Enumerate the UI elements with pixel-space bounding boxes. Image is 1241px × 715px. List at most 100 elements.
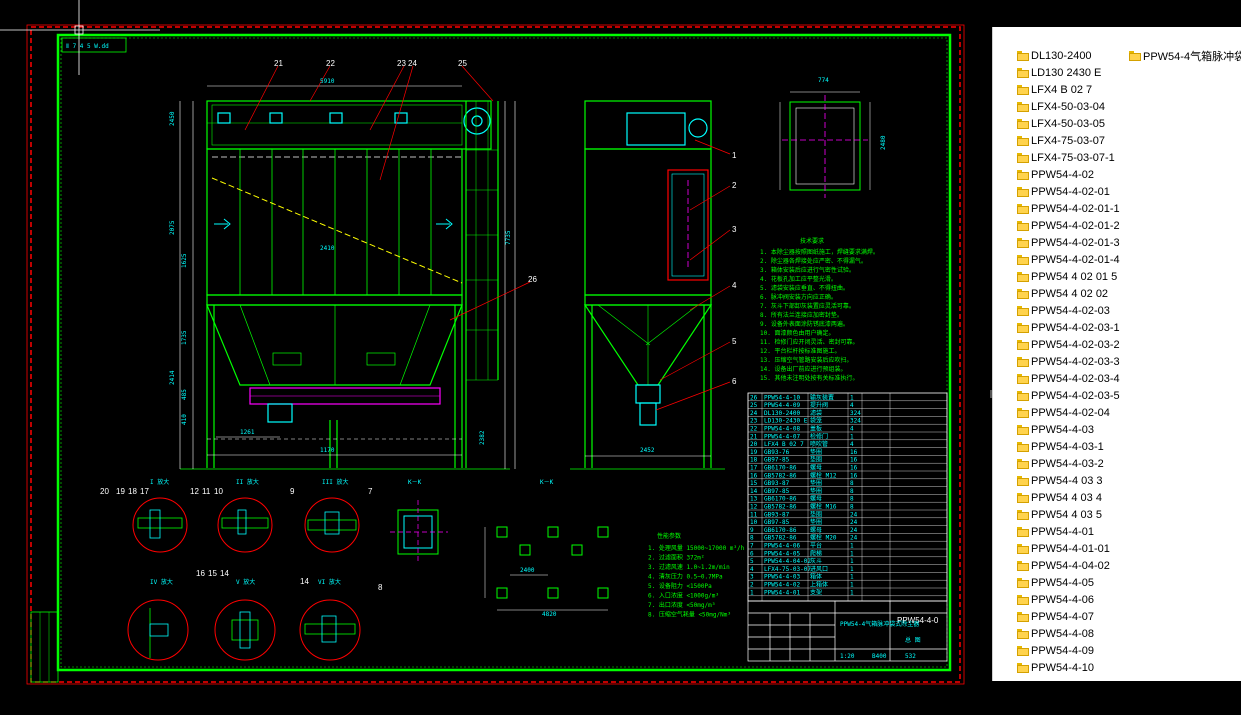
folder-icon xyxy=(1017,203,1029,214)
file-list-item-label: PPW54-4-05 xyxy=(1031,576,1094,589)
bom-row-no: 21 xyxy=(750,433,758,440)
bom-row-name: 垫圈 xyxy=(810,448,822,456)
file-list-item[interactable]: PPW54-4-02-03-3 xyxy=(1017,353,1127,370)
bom-row-qty: 1 xyxy=(850,582,854,589)
file-list-item[interactable]: PPW54-4-02-03-4 xyxy=(1017,370,1127,387)
file-list-item[interactable]: PPW54-4 03 3 xyxy=(1017,472,1127,489)
bom-row-qty: 8 xyxy=(850,504,854,511)
bom-row-no: 9 xyxy=(750,527,754,534)
binding-strip xyxy=(30,611,59,683)
tech-note-line: 5. 滤袋安装应垂直、不得扭曲。 xyxy=(760,284,849,292)
detail-views xyxy=(127,497,361,661)
file-list-item[interactable]: PPW54-4-06 xyxy=(1017,591,1127,608)
section-label-6: VI 放大 xyxy=(318,578,341,586)
side-view xyxy=(570,100,725,470)
bom-row-name: 箱体 xyxy=(810,573,822,581)
file-list-item-label: PPW54-4-02-03 xyxy=(1031,304,1110,317)
bom-row-code: PPW54-4-02 xyxy=(764,582,801,589)
bom-row-name: 螺栓 M16 xyxy=(810,503,837,511)
bom-row-qty: 16 xyxy=(850,457,858,464)
folder-icon xyxy=(1017,645,1029,656)
perf-notes: 1. 处理风量 15000~17000 m³/h2. 过滤面积 372m²3. … xyxy=(648,544,745,619)
file-list-item[interactable]: PPW54-4-03 xyxy=(1017,421,1127,438)
bom-row-code: PPW54-4-08 xyxy=(764,426,801,433)
file-list-item[interactable]: PPW54-4-01 xyxy=(1017,523,1127,540)
bom-row-code: GB93-87 xyxy=(764,511,790,518)
cad-viewport[interactable]: Ⅱ 7 4 5 W.dd xyxy=(0,0,988,715)
file-list-item[interactable]: LFX4-75-03-07-1 xyxy=(1017,149,1127,166)
file-list-item[interactable]: DL130-2400 xyxy=(1017,47,1127,64)
file-list-item[interactable]: LFX4 B 02 7 xyxy=(1017,81,1127,98)
folder-icon xyxy=(1017,135,1029,146)
file-list-item-label: PPW54-4-02-04 xyxy=(1031,406,1110,419)
dim-485: 485 xyxy=(181,389,188,400)
bom-row-name: 螺栓 M20 xyxy=(810,534,837,542)
detail-balloon: 11 xyxy=(202,487,211,496)
file-list-item[interactable]: PPW54-4-04-02 xyxy=(1017,557,1127,574)
dim-overall-width: 5910 xyxy=(320,78,335,85)
tech-note-line: 6. 脉冲阀安装方向应正确。 xyxy=(760,293,837,301)
file-list-item[interactable]: PPW54-4-02-01-3 xyxy=(1017,234,1127,251)
file-list-item[interactable]: PPW54-4-10 xyxy=(1017,659,1127,676)
file-list-item[interactable]: PPW54-4-02-03-5 xyxy=(1017,387,1127,404)
file-list-item[interactable]: PPW54 4 02 02 xyxy=(1017,285,1127,302)
bom-row-qty: 1 xyxy=(850,589,854,596)
file-list-item[interactable]: PPW54-4-02 xyxy=(1017,166,1127,183)
file-list-item[interactable]: PPW54-4-02-04 xyxy=(1017,404,1127,421)
file-list-item[interactable]: PPW54-4-02-03-2 xyxy=(1017,336,1127,353)
file-list-item-label: PPW54-4-02-01 xyxy=(1031,185,1110,198)
section-kk-label-2: K－K xyxy=(540,479,554,486)
bom-row-no: 5 xyxy=(750,558,754,565)
balloon-23: 23 xyxy=(397,59,406,68)
folder-icon xyxy=(1017,509,1029,520)
file-list-item[interactable]: PPW54-4-02-01 xyxy=(1017,183,1127,200)
front-view-dimensions xyxy=(179,85,516,469)
bom-row-name: 爬梯 xyxy=(810,549,822,557)
file-list-item[interactable]: PPW54 4 02 01 5 xyxy=(1017,268,1127,285)
file-list-item[interactable]: PPW54-4气箱脉冲袋式 xyxy=(1129,47,1241,64)
balloon-24: 24 xyxy=(408,59,417,68)
file-list-item[interactable]: LFX4-75-03-07 xyxy=(1017,132,1127,149)
perf-note-line: 4. 清灰压力 0.5~0.7MPa xyxy=(648,573,723,581)
file-list-item-label: PPW54-4-03-1 xyxy=(1031,440,1104,453)
file-list-item[interactable]: PPW54-4-02-01-4 xyxy=(1017,251,1127,268)
bom-row-code: PPW54-4-01 xyxy=(764,589,801,596)
file-list-item[interactable]: LFX4-50-03-04 xyxy=(1017,98,1127,115)
section-label-4: IV 放大 xyxy=(150,578,173,586)
file-list-item[interactable]: PPW54-4-01-01 xyxy=(1017,540,1127,557)
perf-note-line: 6. 入口浓度 <1000g/m³ xyxy=(648,592,719,600)
anchor-bolt-plan xyxy=(496,526,609,599)
sheet-scale: 1:20 xyxy=(840,653,855,660)
file-list-item[interactable]: LD130 2430 E xyxy=(1017,64,1127,81)
file-list-item[interactable]: PPW54-4-02-03 xyxy=(1017,302,1127,319)
detail-balloon: 8 xyxy=(378,583,383,592)
bom-row-name: 盖板 xyxy=(810,425,822,433)
bom-row-qty: 1 xyxy=(850,566,854,573)
file-list-item[interactable]: PPW54-4-09 xyxy=(1017,642,1127,659)
file-list-item[interactable]: PPW54-4-02-03-1 xyxy=(1017,319,1127,336)
bom-row-no: 8 xyxy=(750,535,754,542)
cad-drawing-canvas[interactable]: Ⅱ 7 4 5 W.dd xyxy=(0,0,988,715)
folder-icon xyxy=(1017,288,1029,299)
dim-410: 410 xyxy=(181,414,188,425)
detail-balloon: 20 xyxy=(100,487,109,496)
file-list-item[interactable]: PPW54-4-08 xyxy=(1017,625,1127,642)
file-list-item-label: LFX4 B 02 7 xyxy=(1031,83,1093,96)
file-list-item[interactable]: PPW54-4-02-01-2 xyxy=(1017,217,1127,234)
folder-icon xyxy=(1017,101,1029,112)
file-list-item[interactable]: PPW54 4 03 4 xyxy=(1017,489,1127,506)
section-label-3: III 放大 xyxy=(322,478,348,486)
file-list-item[interactable]: PPW54-4-02-01-1 xyxy=(1017,200,1127,217)
file-list-item[interactable]: PPW54-4-07 xyxy=(1017,608,1127,625)
file-list-item[interactable]: LFX4-50-03-05 xyxy=(1017,115,1127,132)
section-label-1: I 放大 xyxy=(150,478,169,486)
tech-note-line: 14. 设备出厂前应进行预组装。 xyxy=(760,365,846,373)
file-list-item[interactable]: PPW54-4-05 xyxy=(1017,574,1127,591)
file-list-item[interactable]: PPW54-4-03-1 xyxy=(1017,438,1127,455)
bom-row-code: PPW54-4-07 xyxy=(764,433,801,440)
file-list-item[interactable]: PPW54-4-03-2 xyxy=(1017,455,1127,472)
bom-row-qty: 16 xyxy=(850,465,858,472)
file-list-item[interactable]: PPW54 4 03 5 xyxy=(1017,506,1127,523)
